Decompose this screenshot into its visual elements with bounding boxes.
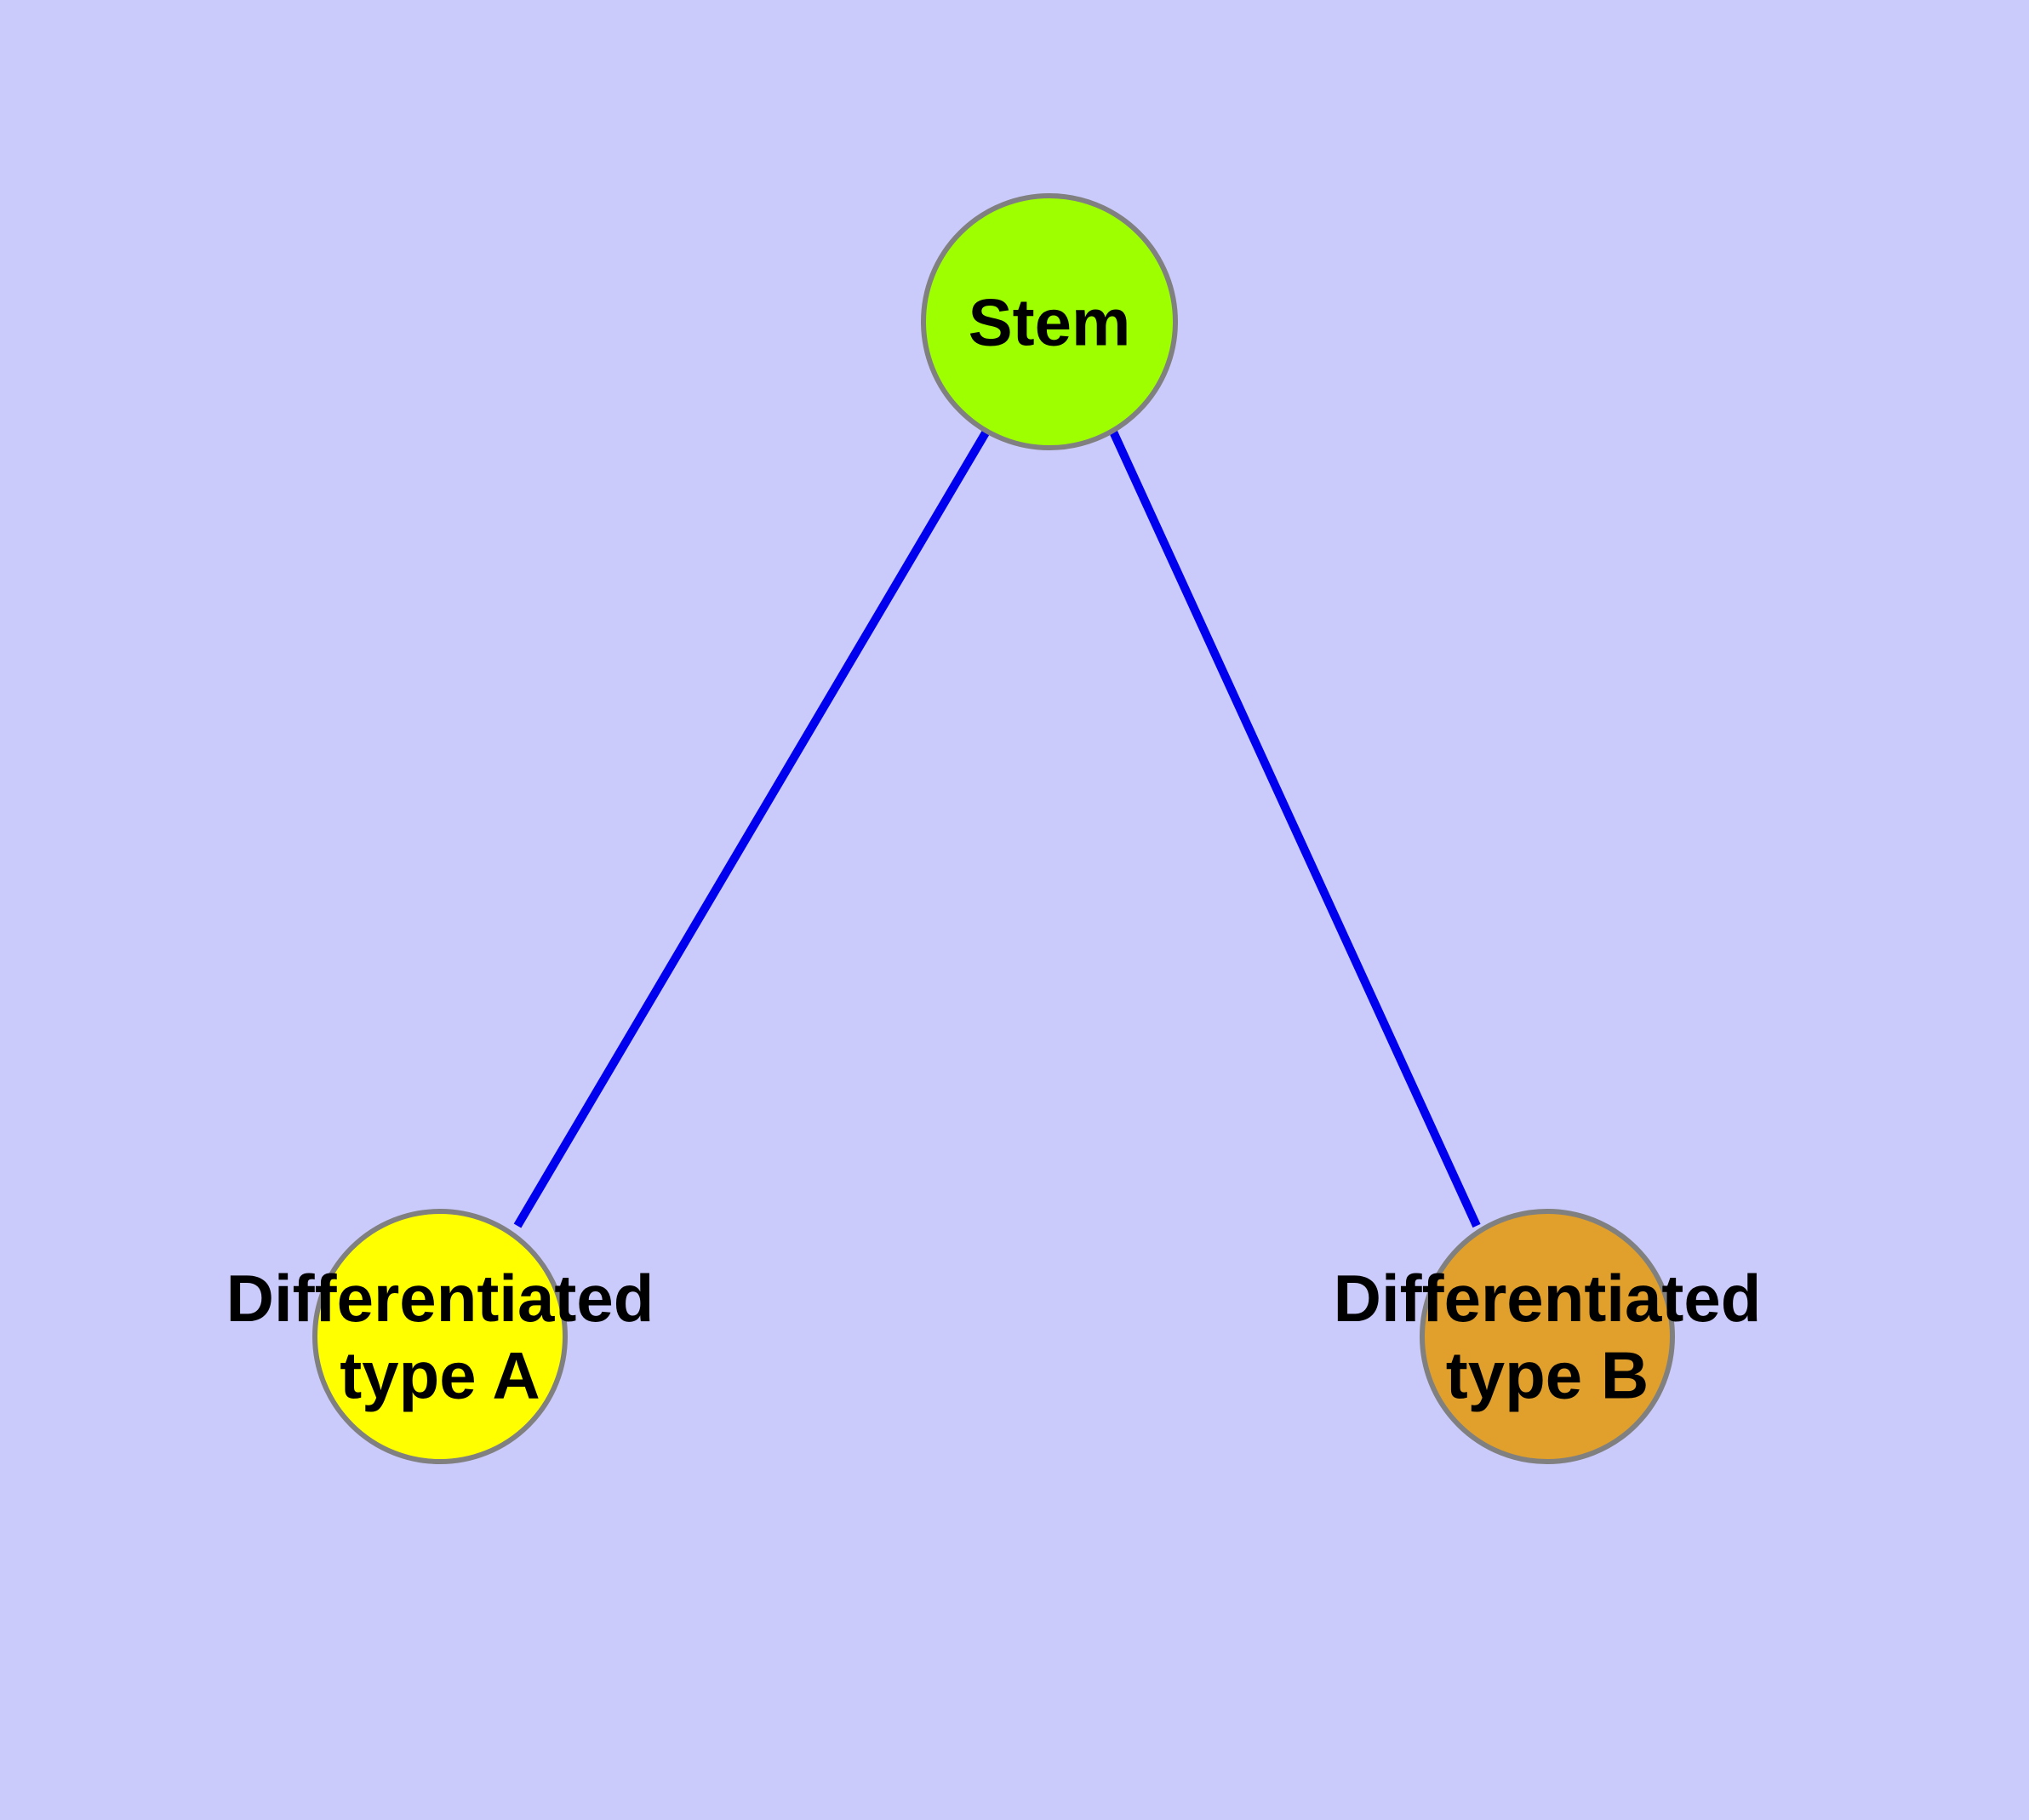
graph-node-stem[interactable]: Stem (921, 193, 1178, 450)
edges-layer (513, 427, 1481, 1228)
graph-edge-stem-to-diff-b[interactable] (1108, 427, 1481, 1228)
node-circle-diff-a[interactable] (312, 1209, 568, 1464)
node-label-stem-line-1: Stem (969, 284, 1131, 359)
graph-edge-stem-to-diff-a[interactable] (513, 427, 992, 1228)
node-circle-diff-b[interactable] (1420, 1209, 1675, 1464)
node-label-diff-a-line-2: type A (340, 1338, 540, 1413)
node-label-diff-b-line-2: type B (1446, 1338, 1649, 1413)
node-circle-stem[interactable] (921, 193, 1178, 450)
node-label-diff-a-line-1: Differentiated (226, 1261, 654, 1336)
node-label-diff-b-line-1: Differentiated (1334, 1261, 1762, 1336)
